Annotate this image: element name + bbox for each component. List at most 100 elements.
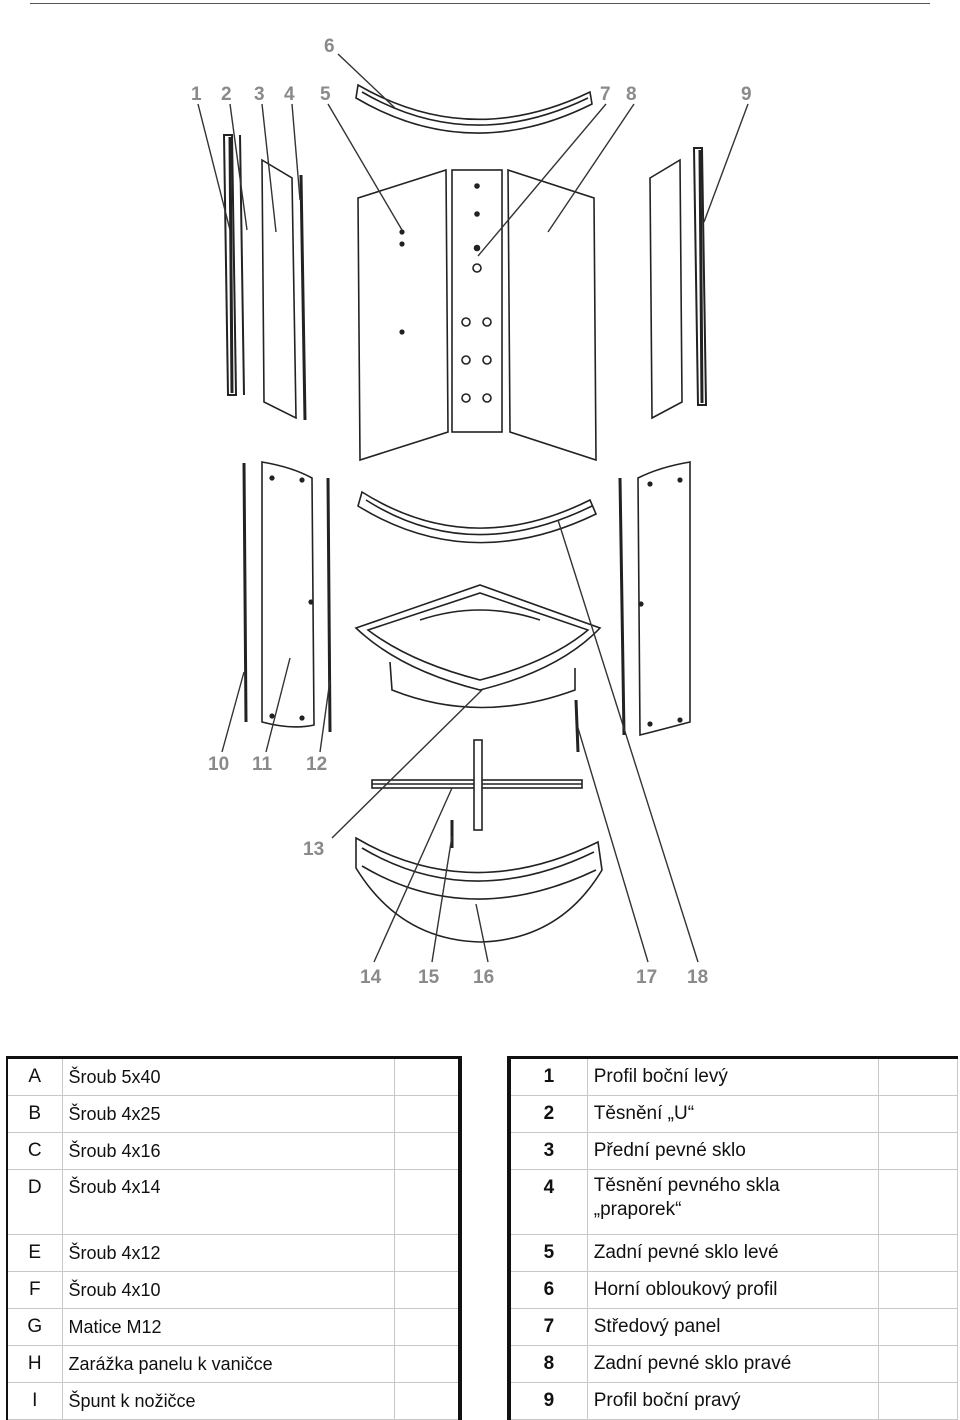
part-name: Těsnění „U“ <box>586 1095 879 1133</box>
part-name: Těsnění pevného skla „praporek“ <box>586 1169 879 1235</box>
part-code: G <box>6 1308 63 1346</box>
part-right-side-profile <box>692 147 708 406</box>
qty-cell <box>393 1271 461 1309</box>
callout-1: 1 <box>191 84 202 105</box>
qty-cell <box>877 1057 959 1096</box>
part-top-arc-profile <box>355 83 593 134</box>
part-code: E <box>6 1234 63 1272</box>
table-row: G Matice M12 <box>6 1308 461 1346</box>
callout-15: 15 <box>418 967 440 988</box>
qty-cell <box>877 1095 959 1133</box>
part-name: Zarážka panelu k vaničce <box>61 1345 395 1383</box>
qty-cell <box>393 1382 461 1420</box>
callout-12: 12 <box>306 754 327 775</box>
callout-13: 13 <box>303 839 324 860</box>
table-row: 5 Zadní pevné sklo levé <box>508 1234 959 1272</box>
table-row: E Šroub 4x12 <box>6 1234 461 1272</box>
callout-17: 17 <box>636 967 657 988</box>
part-rear-glass-right <box>507 168 597 462</box>
part-lower-right-panel <box>637 461 691 737</box>
part-lower-arc-profile <box>357 490 598 544</box>
table-row: D Šroub 4x14 <box>6 1169 461 1235</box>
part-name: Šroub 4x16 <box>61 1132 395 1170</box>
part-front-apron <box>355 836 603 943</box>
callout-16: 16 <box>473 967 494 988</box>
part-number: 9 <box>508 1382 588 1420</box>
callout-14: 14 <box>360 967 382 988</box>
leader-lines <box>197 53 749 963</box>
qty-cell <box>877 1308 959 1346</box>
qty-cell <box>393 1057 461 1096</box>
qty-cell <box>393 1345 461 1383</box>
part-front-glass-left <box>261 158 297 420</box>
part-code: B <box>6 1095 63 1133</box>
part-name: Šroub 5x40 <box>61 1057 395 1096</box>
part-left-side-profile <box>222 134 238 396</box>
table-row: H Zarážka panelu k vaničce <box>6 1345 461 1383</box>
callout-7: 7 <box>600 84 611 105</box>
part-lower-left-seal <box>326 477 332 733</box>
table-row: 2 Těsnění „U“ <box>508 1095 959 1133</box>
table-row: A Šroub 5x40 <box>6 1057 461 1096</box>
table-row: F Šroub 4x10 <box>6 1271 461 1309</box>
part-lower-left-panel <box>261 461 315 728</box>
part-name: Středový panel <box>586 1308 879 1346</box>
qty-cell <box>393 1308 461 1346</box>
part-number: 2 <box>508 1095 588 1133</box>
part-code: I <box>6 1382 63 1420</box>
part-leg <box>574 699 580 753</box>
part-name: Horní obloukový profil <box>586 1271 879 1309</box>
table-row: 3 Přední pevné sklo <box>508 1132 959 1170</box>
callout-11: 11 <box>252 754 273 775</box>
part-name: Zadní pevné sklo pravé <box>586 1345 879 1383</box>
part-name: Zadní pevné sklo levé <box>586 1234 879 1272</box>
part-name: Matice M12 <box>61 1308 395 1346</box>
callout-4: 4 <box>284 84 295 105</box>
part-tray-frame <box>371 739 583 831</box>
callout-2: 2 <box>221 84 232 105</box>
part-name: Profil boční pravý <box>586 1382 879 1420</box>
qty-cell <box>877 1234 959 1272</box>
part-name: Šroub 4x10 <box>61 1271 395 1309</box>
table-row: I Špunt k nožičce <box>6 1382 461 1420</box>
qty-cell <box>877 1271 959 1309</box>
table-row: 9 Profil boční pravý <box>508 1382 959 1420</box>
table-row: 7 Středový panel <box>508 1308 959 1346</box>
table-row: 4 Těsnění pevného skla „praporek“ <box>508 1169 959 1235</box>
part-lower-left-profile <box>242 462 248 723</box>
part-glass-seal <box>299 174 307 421</box>
part-name: Profil boční levý <box>586 1057 879 1096</box>
qty-cell <box>393 1132 461 1170</box>
callout-9: 9 <box>741 84 752 105</box>
callout-10: 10 <box>208 754 229 775</box>
part-number: 3 <box>508 1132 588 1170</box>
part-center-panel <box>451 169 503 433</box>
qty-cell <box>393 1169 461 1235</box>
part-code: H <box>6 1345 63 1383</box>
part-name: Šroub 4x25 <box>61 1095 395 1133</box>
part-name: Špunt k nožičce <box>61 1382 395 1420</box>
qty-cell <box>393 1234 461 1272</box>
part-number: 8 <box>508 1345 588 1383</box>
parts-table-left: A Šroub 5x40 B Šroub 4x25 C Šroub 4x16 D… <box>6 1056 462 1420</box>
parts-table-right: 1 Profil boční levý 2 Těsnění „U“ 3 Před… <box>507 1056 959 1420</box>
part-number: 7 <box>508 1308 588 1346</box>
part-code: D <box>6 1169 63 1235</box>
part-name: Šroub 4x14 <box>61 1169 395 1235</box>
table-row: C Šroub 4x16 <box>6 1132 461 1170</box>
qty-cell <box>877 1132 959 1170</box>
part-number: 4 <box>508 1169 588 1235</box>
part-code: C <box>6 1132 63 1170</box>
qty-cell <box>877 1345 959 1383</box>
exploded-diagram: 1 2 3 4 5 6 7 8 9 10 11 12 13 14 15 16 1… <box>191 36 752 988</box>
part-seal-u <box>239 134 245 396</box>
qty-cell <box>877 1382 959 1420</box>
part-number: 5 <box>508 1234 588 1272</box>
part-rear-glass-left <box>357 168 449 462</box>
part-front-glass-right <box>649 158 683 420</box>
table-row: B Šroub 4x25 <box>6 1095 461 1133</box>
part-code: F <box>6 1271 63 1309</box>
table-row: 8 Zadní pevné sklo pravé <box>508 1345 959 1383</box>
part-number: 1 <box>508 1057 588 1096</box>
table-row: 6 Horní obloukový profil <box>508 1271 959 1309</box>
